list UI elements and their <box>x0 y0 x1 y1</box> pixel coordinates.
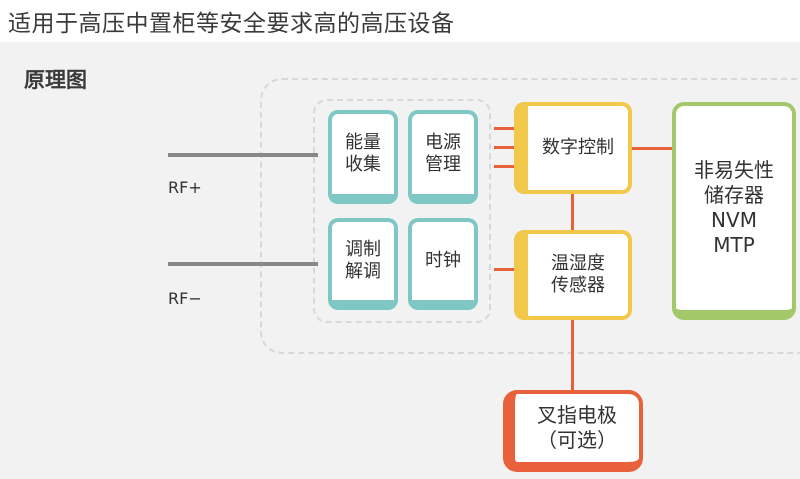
analog-frontend-boundary <box>313 99 491 323</box>
rf-minus-label: RF− <box>168 289 202 308</box>
rf-plus-wire <box>168 153 318 157</box>
digital-to-nvm-wire <box>630 147 674 150</box>
temp-humidity-sensor-label: 温湿度 传感器 <box>551 252 605 297</box>
power-to-digital-wire-3 <box>494 165 516 168</box>
power-to-digital-wire-1 <box>494 127 516 130</box>
energy-harvest-label: 能量 收集 <box>345 131 381 176</box>
rf-minus-wire <box>168 262 318 266</box>
clock-to-sensor-wire <box>494 268 516 271</box>
power-management-label: 电源 管理 <box>425 131 461 176</box>
interdigital-electrode-block: 叉指电极 （可选） <box>503 390 643 472</box>
power-to-digital-wire-2 <box>494 146 516 149</box>
nvm-label: 非易失性 储存器 NVM MTP <box>694 158 774 257</box>
modem-label: 调制 解调 <box>345 238 381 283</box>
digital-to-sensor-wire <box>571 192 574 232</box>
rf-plus-label: RF+ <box>168 178 202 197</box>
section-title: 原理图 <box>24 68 87 92</box>
power-management-block: 电源 管理 <box>408 110 478 204</box>
nvm-block: 非易失性 储存器 NVM MTP <box>672 102 796 320</box>
chip-boundary <box>260 78 800 354</box>
digital-control-label: 数字控制 <box>542 136 614 158</box>
header-band <box>0 0 800 42</box>
sensor-to-electrode-wire <box>571 319 574 393</box>
clock-label: 时钟 <box>425 249 461 271</box>
energy-harvest-block: 能量 收集 <box>328 110 398 204</box>
interdigital-electrode-label: 叉指电极 （可选） <box>537 403 617 452</box>
digital-control-block: 数字控制 <box>514 102 632 194</box>
modem-block: 调制 解调 <box>328 218 398 310</box>
temp-humidity-sensor-block: 温湿度 传感器 <box>514 230 632 320</box>
page-headline: 适用于高压中置柜等安全要求高的高压设备 <box>8 11 455 37</box>
clock-block: 时钟 <box>408 218 478 310</box>
